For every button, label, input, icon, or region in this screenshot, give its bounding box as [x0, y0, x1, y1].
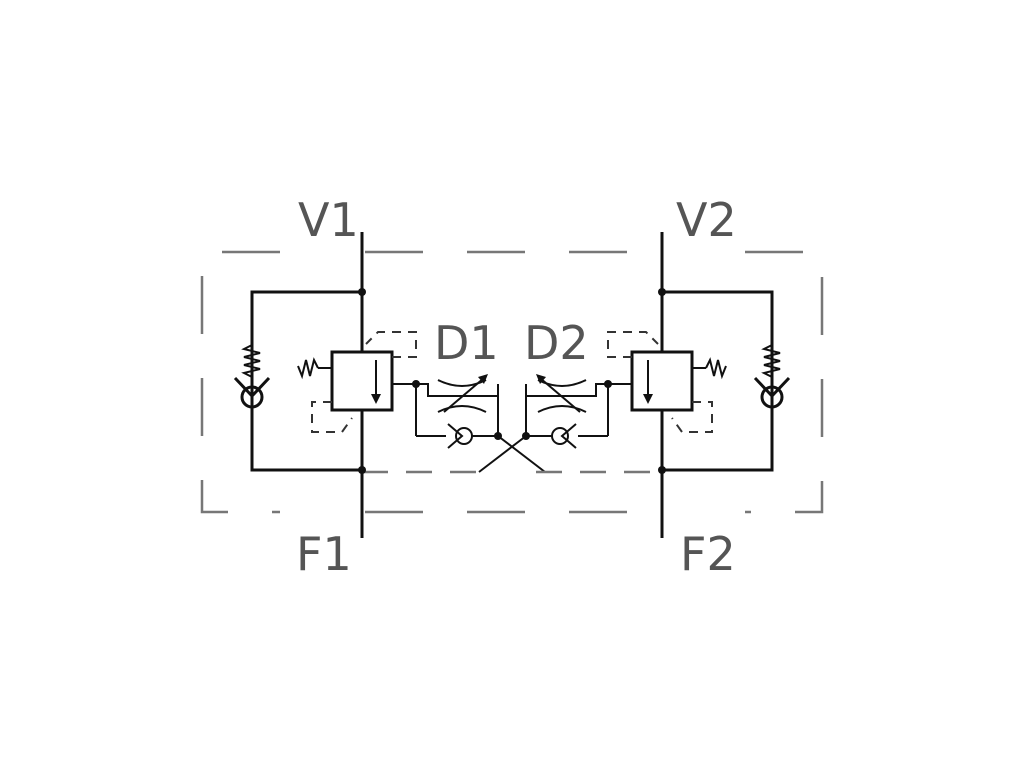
counterbalance-valve-right [607, 331, 727, 433]
counterbalance-valve-left [297, 331, 417, 433]
check-bypass-right [662, 290, 791, 472]
port-label-v1: V1 [298, 193, 359, 247]
port-label-f1: F1 [296, 527, 352, 581]
restrictor-label-d2: D2 [524, 316, 589, 370]
port-label-v2: V2 [676, 193, 737, 247]
junction-dots [358, 288, 666, 474]
port-label-f2: F2 [680, 527, 736, 581]
check-bypass-left [233, 290, 362, 472]
restrictor-label-d1: D1 [434, 316, 499, 370]
restrictor-d2 [478, 374, 609, 473]
enclosure-boundary [200, 250, 824, 514]
restrictor-d1 [415, 374, 546, 473]
